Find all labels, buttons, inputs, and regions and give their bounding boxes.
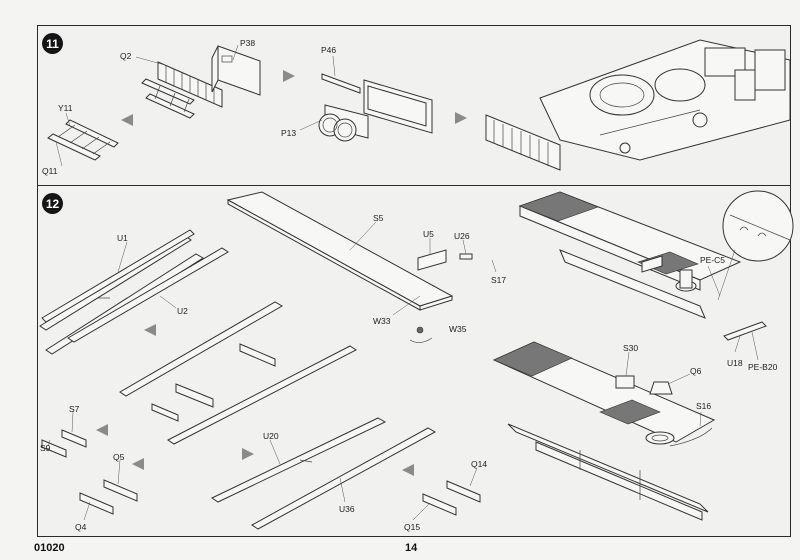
part-u1-u2-frame-rails (39, 229, 229, 355)
direction-arrow (283, 70, 295, 82)
part-label-s17: S17 (491, 275, 507, 285)
part-label-s9: S9 (40, 443, 51, 453)
part-label-u18: U18 (727, 358, 743, 368)
body-assembly-upper (518, 191, 742, 319)
part-label-u26: U26 (454, 231, 470, 241)
part-p13-fan-housing (318, 104, 369, 142)
part-label-u36: U36 (339, 504, 355, 514)
direction-arrow (144, 324, 156, 336)
kit-number: 01020 (34, 542, 65, 554)
part-label-p13: P13 (281, 128, 297, 138)
page-number: 14 (405, 542, 418, 554)
part-q14-q15-crossmember (422, 480, 481, 516)
part-s7-s9-crossmember (41, 429, 87, 458)
part-q2-grille (141, 61, 223, 119)
part-label-s30: S30 (623, 343, 639, 353)
leader-lines (47, 55, 759, 521)
part-label-q2: Q2 (120, 51, 132, 61)
part-label-u20: U20 (263, 431, 279, 441)
step-number-12: 12 (42, 193, 63, 214)
part-pe-b20-plate (723, 321, 767, 341)
part-u20-u36-frame-rails (210, 417, 437, 530)
part-label-s7: S7 (69, 404, 80, 414)
part-p46-strip (321, 73, 361, 94)
direction-arrow (121, 114, 133, 126)
frame-rails-middle (119, 301, 357, 445)
direction-arrow (132, 458, 144, 470)
part-label-s5: S5 (373, 213, 384, 223)
part-s5-floor-plate (226, 191, 454, 311)
part-label-s16: S16 (696, 401, 712, 411)
engine-assembly (485, 39, 791, 171)
part-label-pe-c5: PE-C5 (700, 255, 726, 265)
direction-arrow (96, 424, 108, 436)
part-u26-pin (459, 253, 473, 260)
part-p38-housing (211, 44, 261, 96)
direction-arrow (402, 464, 414, 476)
part-u5-bracket (417, 249, 447, 271)
part-label-q11: Q11 (42, 166, 58, 176)
part-radiator-panel (363, 79, 433, 134)
part-label-pe-b20: PE-B20 (748, 362, 778, 372)
part-label-p46: P46 (321, 45, 337, 55)
part-q5-q4-crossmember (79, 479, 138, 515)
direction-arrow (455, 112, 467, 124)
part-label-q6: Q6 (690, 366, 702, 376)
chassis-assembly-lower (492, 341, 716, 521)
detail-inset (717, 190, 794, 301)
part-label-q4: Q4 (75, 522, 87, 532)
part-label-q15: Q15 (404, 522, 421, 532)
part-label-u1: U1 (117, 233, 128, 243)
direction-arrow (242, 448, 254, 460)
part-label-q14: Q14 (471, 459, 488, 469)
step-number-11: 11 (42, 33, 63, 54)
part-y11-q11-grille (47, 119, 119, 161)
part-label-w35: W35 (449, 324, 467, 334)
part-label-u5: U5 (423, 229, 434, 239)
part-w35-washer (409, 326, 433, 343)
part-label-p38: P38 (240, 38, 256, 48)
part-label-w33: W33 (373, 316, 391, 326)
part-label-y11: Y11 (58, 103, 73, 113)
part-label-q5: Q5 (113, 452, 125, 462)
part-label-u2: U2 (177, 306, 188, 316)
